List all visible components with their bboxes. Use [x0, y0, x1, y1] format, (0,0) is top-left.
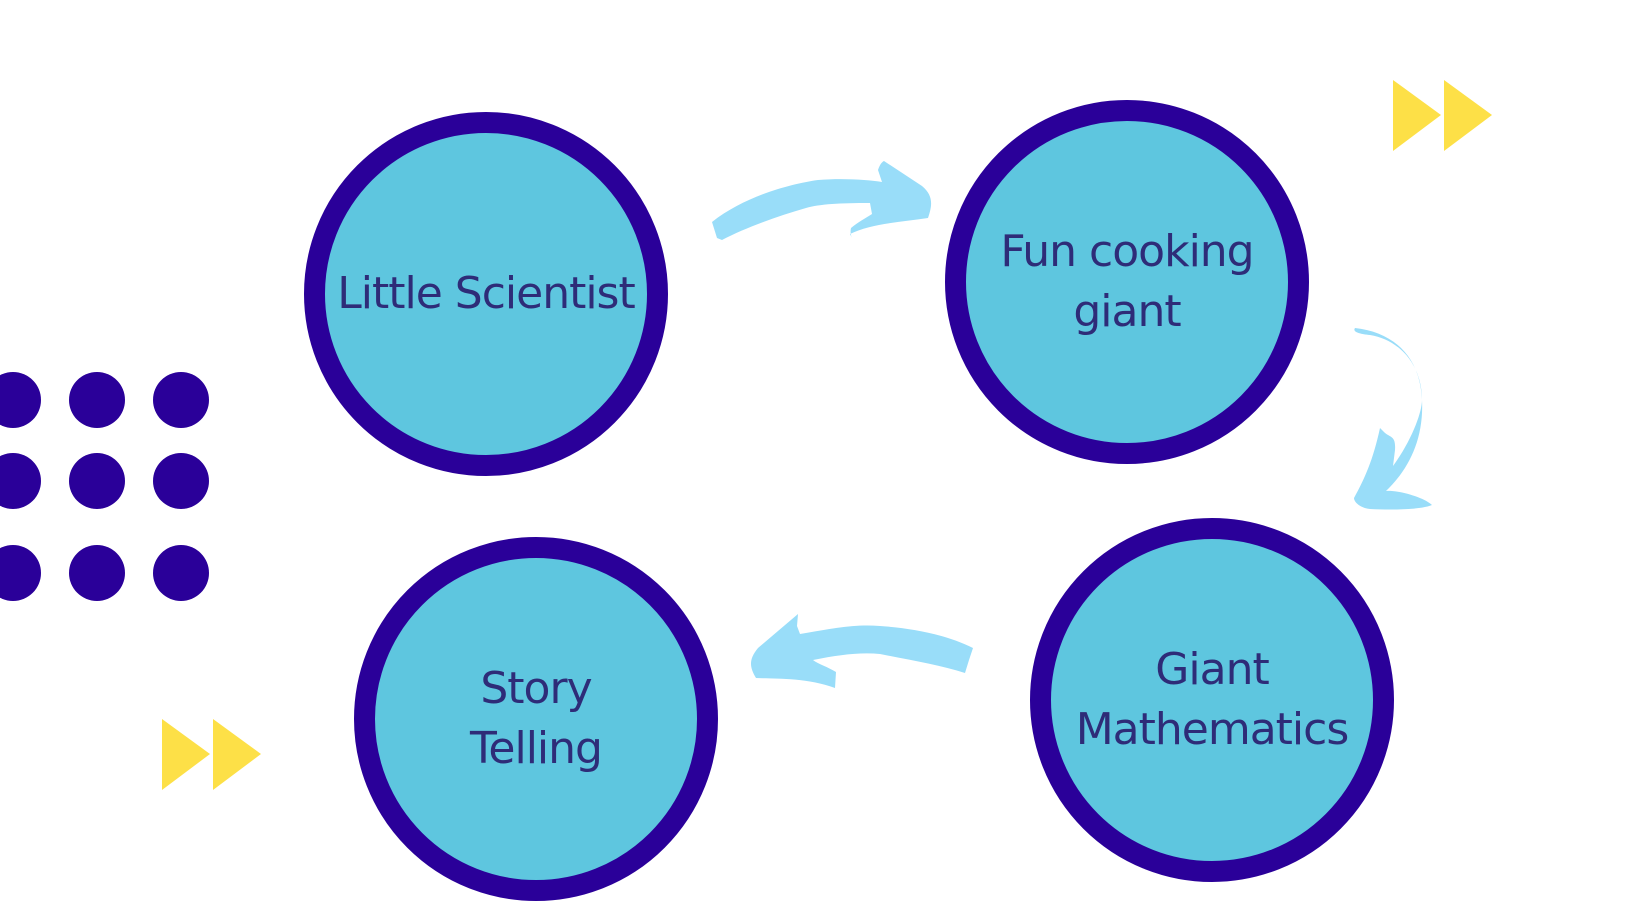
- node-fun-cooking-giant: Fun cooking giant: [945, 100, 1309, 464]
- node-label: Little Scientist: [337, 268, 635, 319]
- node-giant-mathematics: Giant Mathematics: [1030, 518, 1394, 882]
- arrow-right-icon: [712, 161, 932, 240]
- dot: [0, 372, 41, 428]
- fast-forward-icon: [162, 719, 261, 790]
- dot: [0, 545, 41, 601]
- arrow-down-icon: [1354, 328, 1432, 510]
- dot: [0, 453, 41, 509]
- node-story-telling: Story Telling: [354, 537, 718, 901]
- arrow-left-icon: [751, 614, 973, 688]
- fast-forward-icon: [1393, 80, 1492, 151]
- dot-grid: [0, 372, 209, 601]
- dot: [153, 372, 209, 428]
- node-label: Giant Mathematics: [1075, 644, 1350, 755]
- node-label: Story Telling: [470, 663, 603, 774]
- dot: [153, 453, 209, 509]
- dot: [153, 545, 209, 601]
- node-little-scientist: Little Scientist: [304, 112, 668, 476]
- dot: [69, 545, 125, 601]
- dot: [69, 372, 125, 428]
- dot: [69, 453, 125, 509]
- node-label: Fun cooking giant: [1000, 226, 1254, 337]
- arrows: [712, 161, 1432, 688]
